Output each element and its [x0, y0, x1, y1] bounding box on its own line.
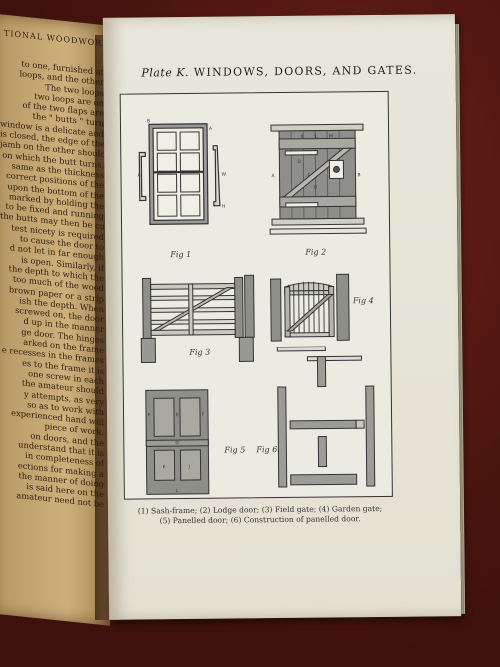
- svg-text:B: B: [147, 118, 150, 124]
- right-page: Plate K. WINDOWS, DOORS, AND GATES. B A A: [102, 14, 462, 620]
- svg-text:B: B: [357, 172, 360, 178]
- svg-text:A: A: [137, 172, 141, 178]
- caption-line-2: (5) Panelled door; (6) Construction of p…: [159, 514, 361, 526]
- svg-text:D: D: [297, 159, 301, 165]
- svg-text:F: F: [307, 173, 310, 179]
- svg-text:A: A: [209, 126, 213, 132]
- svg-text:M: M: [329, 133, 333, 139]
- fig2-lodge-door-drawing: K L M A B F O D: [269, 123, 367, 235]
- fig3-label: Fig 3: [189, 347, 211, 357]
- svg-text:E: E: [176, 412, 179, 418]
- svg-text:J: J: [188, 464, 190, 470]
- plate-heading: WINDOWS, DOORS, AND GATES.: [193, 63, 418, 79]
- svg-text:K: K: [163, 464, 167, 470]
- svg-text:D: D: [175, 440, 179, 446]
- svg-text:L: L: [315, 134, 318, 140]
- fig5-label: Fig 5: [224, 445, 246, 455]
- fig1-sash-frame-drawing: B A A W H: [137, 118, 227, 225]
- svg-text:L: L: [176, 488, 179, 494]
- fig5-panelled-door-drawing: F E F D K J L: [145, 389, 210, 495]
- svg-text:F: F: [202, 412, 205, 418]
- plate-caption: (1) Sash-frame; (2) Lodge door; (3) Fiel…: [122, 504, 398, 527]
- fig2-label: Fig 2: [305, 247, 327, 257]
- svg-text:H: H: [222, 204, 225, 210]
- svg-text:W: W: [221, 172, 226, 178]
- svg-text:K: K: [301, 134, 305, 140]
- plate-title: Plate K. WINDOWS, DOORS, AND GATES.: [129, 63, 429, 80]
- fig4-label: Fig 4: [352, 296, 374, 306]
- fig3-field-gate-drawing: [140, 274, 255, 363]
- left-page-header: TIONAL WOODWORK: [4, 28, 110, 49]
- svg-text:A: A: [271, 173, 275, 179]
- fig6-label: Fig 6.: [256, 445, 280, 455]
- fig1-label: Fig 1: [170, 249, 192, 260]
- plate-label: Plate K.: [141, 65, 190, 80]
- svg-text:F: F: [148, 412, 151, 418]
- fig4-garden-gate-drawing: [270, 273, 362, 362]
- fig6-construction-drawing: [276, 346, 376, 488]
- plate-illustration: B A A W H Fig 1: [119, 90, 393, 500]
- svg-text:O: O: [314, 185, 318, 191]
